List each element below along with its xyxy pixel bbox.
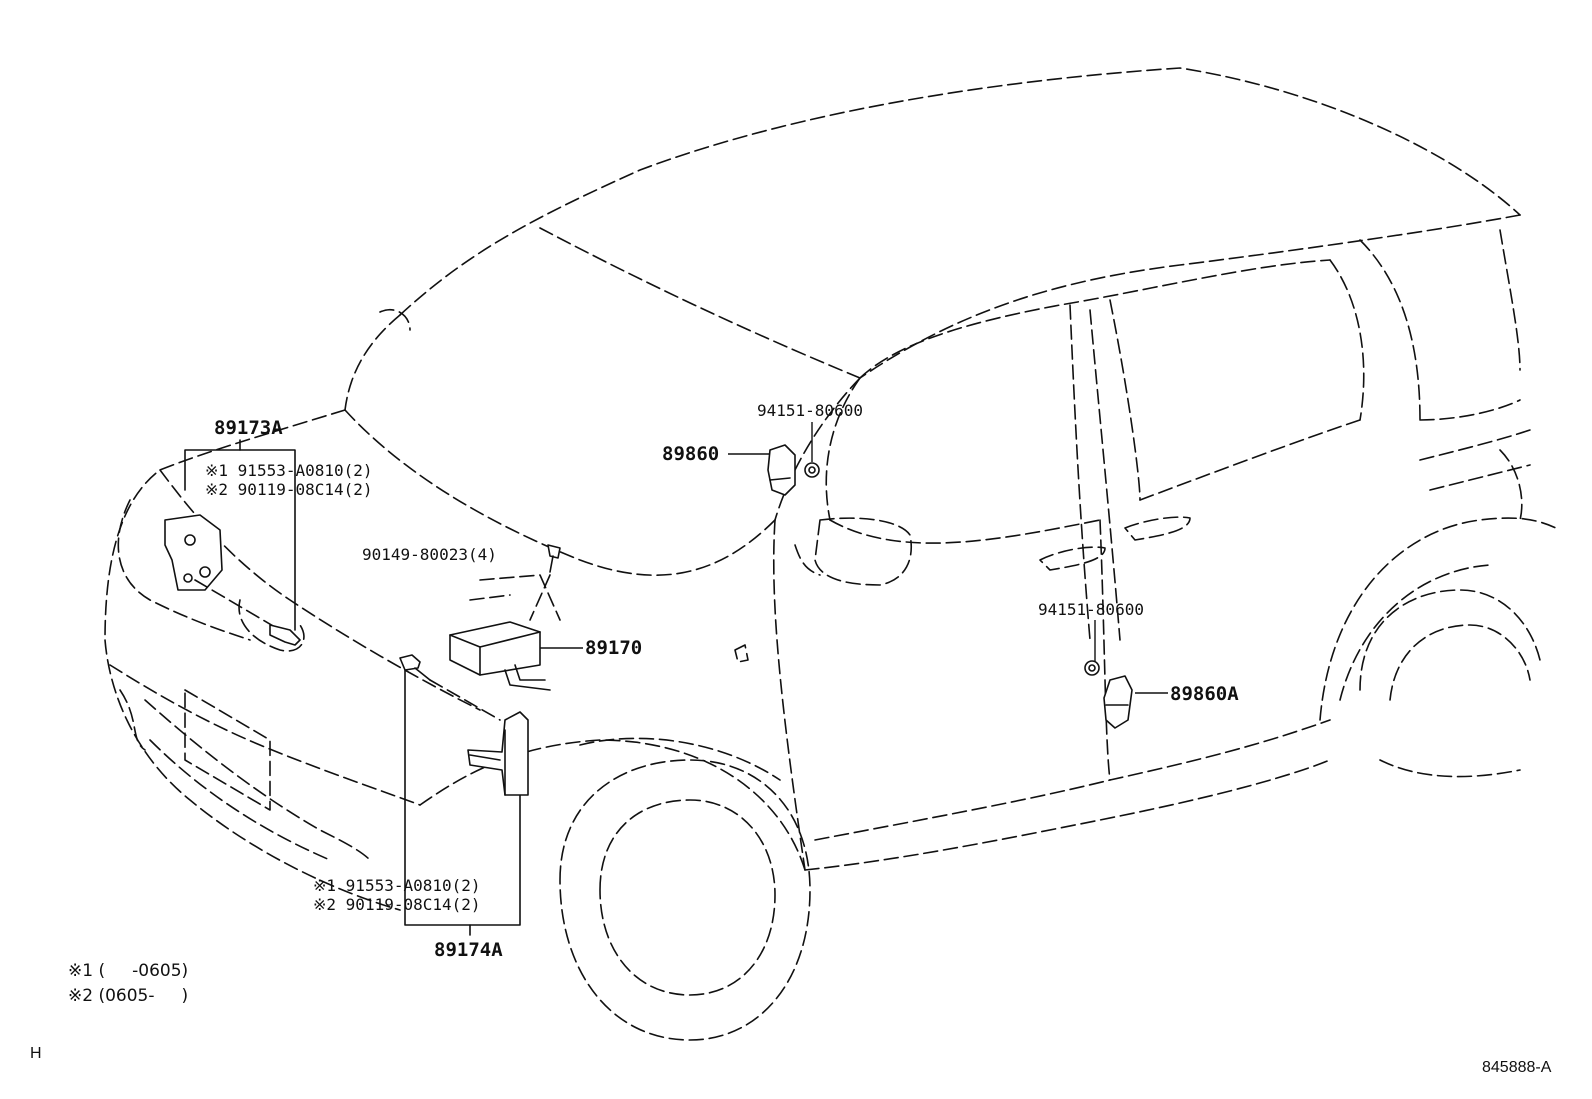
front-impact-sensor-left[interactable] — [164, 514, 223, 591]
clip-nut-icon[interactable] — [804, 462, 820, 478]
part-89174A-group — [399, 654, 529, 936]
legend-note1: ※1 ( -0605) — [68, 961, 188, 981]
bolt-icon[interactable] — [269, 624, 301, 646]
diagram-code: 845888-A — [1482, 1059, 1552, 1076]
label-89174A-note1: ※1 91553-A0810(2) — [313, 876, 481, 895]
label-94151-mid: 94151-80600 — [1038, 600, 1144, 619]
label-90149: 90149-80023(4) — [362, 545, 497, 564]
sensor-bolt-hole — [183, 573, 193, 583]
airbag-sensor-module[interactable] — [449, 621, 541, 676]
sensor-bolt-hole — [184, 534, 196, 546]
vehicle-outline — [104, 67, 1561, 1041]
label-89174A: 89174A — [434, 939, 503, 961]
front-impact-sensor-right[interactable] — [467, 711, 529, 796]
bolt-icon[interactable] — [547, 544, 561, 559]
part-89170-group — [449, 544, 561, 691]
label-89860A: 89860A — [1170, 683, 1239, 705]
part-89860-group — [728, 422, 820, 496]
bolt-icon[interactable] — [399, 654, 421, 671]
footer-mark: H — [30, 1045, 42, 1062]
part-89173A-group — [164, 439, 301, 646]
part-89860A-group — [1084, 620, 1168, 729]
clip-nut-icon[interactable] — [1084, 660, 1100, 676]
label-89173A-note2: ※2 90119-08C14(2) — [205, 480, 373, 499]
label-89170: 89170 — [585, 637, 642, 659]
label-89173A: 89173A — [214, 417, 283, 439]
label-89174A-note2: ※2 90119-08C14(2) — [313, 895, 481, 914]
side-impact-sensor-rear[interactable] — [1103, 675, 1133, 729]
sensor-bolt-hole — [199, 566, 211, 578]
label-94151-top: 94151-80600 — [757, 401, 863, 420]
side-impact-sensor-front[interactable] — [767, 444, 796, 496]
label-89860: 89860 — [662, 443, 719, 465]
label-89173A-note1: ※1 91553-A0810(2) — [205, 461, 373, 480]
legend-note2: ※2 (0605- ) — [68, 986, 188, 1006]
